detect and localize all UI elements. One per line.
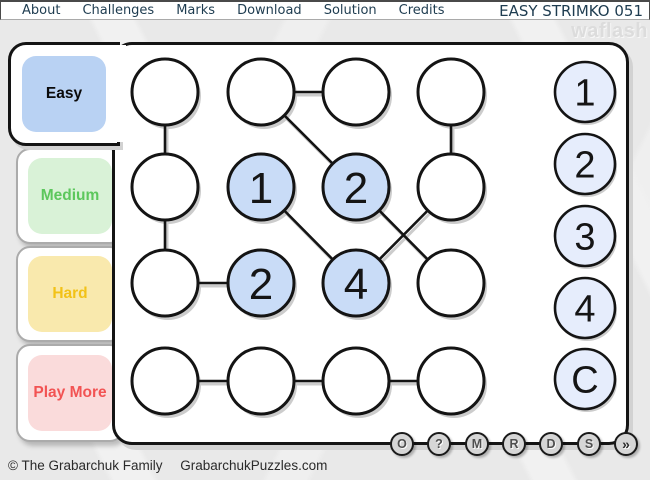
- waflash-watermark: waflash: [571, 20, 648, 42]
- grid-cell-r4c4[interactable]: [416, 346, 486, 416]
- play-more-button[interactable]: Play More: [28, 355, 112, 431]
- palette-label: C: [571, 360, 598, 402]
- palette-button-1[interactable]: [553, 60, 617, 124]
- footer: © The Grabarchuk Family GrabarchukPuzzle…: [8, 458, 341, 473]
- menu-item-challenges[interactable]: Challenges: [82, 3, 155, 18]
- grid-cell-r4c2[interactable]: [226, 346, 296, 416]
- cell-value: 1: [249, 164, 273, 213]
- grid-cell-r3c4[interactable]: [416, 248, 486, 318]
- menu-item-marks[interactable]: Marks: [176, 3, 216, 18]
- palette-label: 2: [574, 145, 595, 187]
- grid-cell-r2c1[interactable]: [130, 152, 200, 222]
- easy-button[interactable]: Easy: [22, 56, 106, 132]
- grid-cell-r4c1[interactable]: [130, 346, 200, 416]
- help-button[interactable]: ?: [427, 432, 451, 456]
- medium-button[interactable]: Medium: [28, 158, 112, 234]
- palette-label: 4: [574, 289, 595, 331]
- menu-item-about[interactable]: About: [22, 3, 61, 18]
- page-title: EASY STRIMKO 051: [499, 1, 643, 20]
- palette-button-3[interactable]: [553, 204, 617, 268]
- grid-cell-r2c3[interactable]: [321, 152, 391, 222]
- cell-value: 4: [344, 260, 368, 309]
- grid-cell-r1c2[interactable]: [226, 57, 296, 127]
- reset-button[interactable]: R: [502, 432, 526, 456]
- grid-cell-r1c4[interactable]: [416, 57, 486, 127]
- tab-medium: Medium: [16, 148, 124, 244]
- solution-button[interactable]: S: [577, 432, 601, 456]
- grid-cell-r1c1[interactable]: [130, 57, 200, 127]
- grid-cell-r3c2[interactable]: [226, 248, 296, 318]
- strimko-grid: 1 2 2 4 1 2 3 4C: [130, 57, 617, 418]
- grid-cell-r1c3[interactable]: [321, 57, 391, 127]
- grid-cell-r4c3[interactable]: [321, 346, 391, 416]
- marks-button[interactable]: M: [465, 432, 489, 456]
- hard-button[interactable]: Hard: [28, 256, 112, 332]
- palette-button-4[interactable]: [553, 276, 617, 340]
- menu-item-download[interactable]: Download: [237, 3, 302, 18]
- palette-button-2[interactable]: [553, 132, 617, 196]
- grid-cell-r3c1[interactable]: [130, 248, 200, 318]
- download-button[interactable]: D: [539, 432, 563, 456]
- palette-label: 1: [574, 73, 595, 115]
- cell-value: 2: [344, 164, 368, 213]
- grid-cell-r2c2[interactable]: [226, 152, 296, 222]
- tab-play-more: Play More: [16, 344, 124, 442]
- tab-panel-seam: [111, 45, 126, 142]
- palette-label: 3: [574, 217, 595, 259]
- menu-item-solution[interactable]: Solution: [323, 3, 377, 18]
- grid-cell-r3c3[interactable]: [321, 248, 391, 318]
- palette-button-C[interactable]: [553, 347, 617, 411]
- copyright-text: © The Grabarchuk Family: [8, 458, 163, 473]
- cell-value: 2: [249, 260, 273, 309]
- menu-bar: About Challenges Marks Download Solution…: [0, 0, 650, 20]
- tab-easy-active: Easy: [8, 42, 120, 146]
- menu-item-credits[interactable]: Credits: [398, 3, 445, 18]
- options-button[interactable]: O: [390, 432, 414, 456]
- tab-hard: Hard: [16, 246, 124, 342]
- site-url: GrabarchukPuzzles.com: [180, 458, 328, 473]
- grid-cell-r2c4[interactable]: [416, 152, 486, 222]
- next-button[interactable]: »: [614, 432, 638, 456]
